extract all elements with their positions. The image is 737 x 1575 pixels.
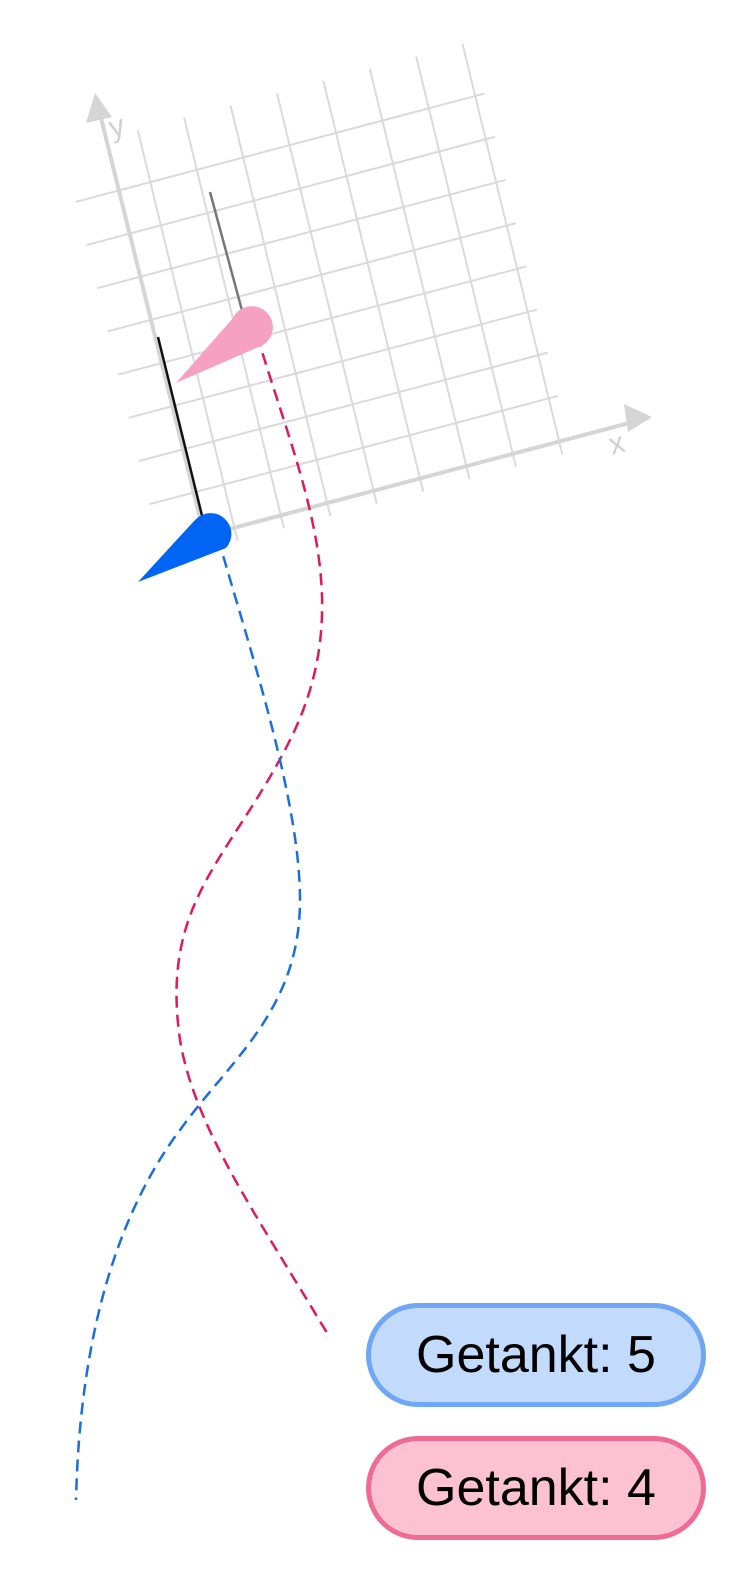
pink-trail	[175, 334, 332, 1339]
blue-marker-heading-line	[156, 336, 210, 541]
grid-line-horizontal	[117, 265, 527, 376]
grid-line-vertical	[322, 80, 425, 492]
y-axis	[96, 105, 205, 531]
grid-line-vertical	[415, 56, 517, 468]
blue-refuel-badge: Getankt: 5	[366, 1303, 706, 1407]
x-axis-arrowhead	[624, 404, 652, 432]
grid-line-horizontal	[149, 394, 559, 506]
y-axis-label: y	[105, 109, 128, 145]
blue-trail	[74, 537, 302, 1501]
grid-line-horizontal	[128, 308, 538, 419]
grid-line-horizontal	[86, 135, 496, 246]
grid-line-horizontal	[96, 178, 506, 290]
blue-refuel-badge-label: Getankt: 5	[416, 1326, 656, 1384]
grid-line-vertical	[368, 68, 471, 480]
pink-refuel-badge: Getankt: 4	[366, 1436, 706, 1540]
blue-marker-icon	[138, 513, 232, 582]
grid-line-horizontal	[138, 351, 548, 462]
grid-line-vertical	[461, 43, 564, 455]
grid-line-horizontal	[107, 222, 517, 333]
blue-marker	[138, 336, 232, 582]
y-axis-arrowhead	[86, 93, 112, 123]
grid-line-vertical	[229, 105, 332, 517]
pink-marker	[176, 191, 273, 383]
coordinate-grid	[75, 43, 564, 541]
grid-line-horizontal	[75, 92, 485, 203]
grid-line-vertical	[136, 130, 239, 541]
x-axis	[187, 416, 649, 542]
pink-refuel-badge-label: Getankt: 4	[416, 1459, 656, 1517]
axes: x y	[86, 93, 652, 542]
x-axis-label: x	[605, 426, 628, 462]
pink-marker-icon	[176, 306, 273, 383]
grid-line-vertical	[276, 93, 378, 504]
